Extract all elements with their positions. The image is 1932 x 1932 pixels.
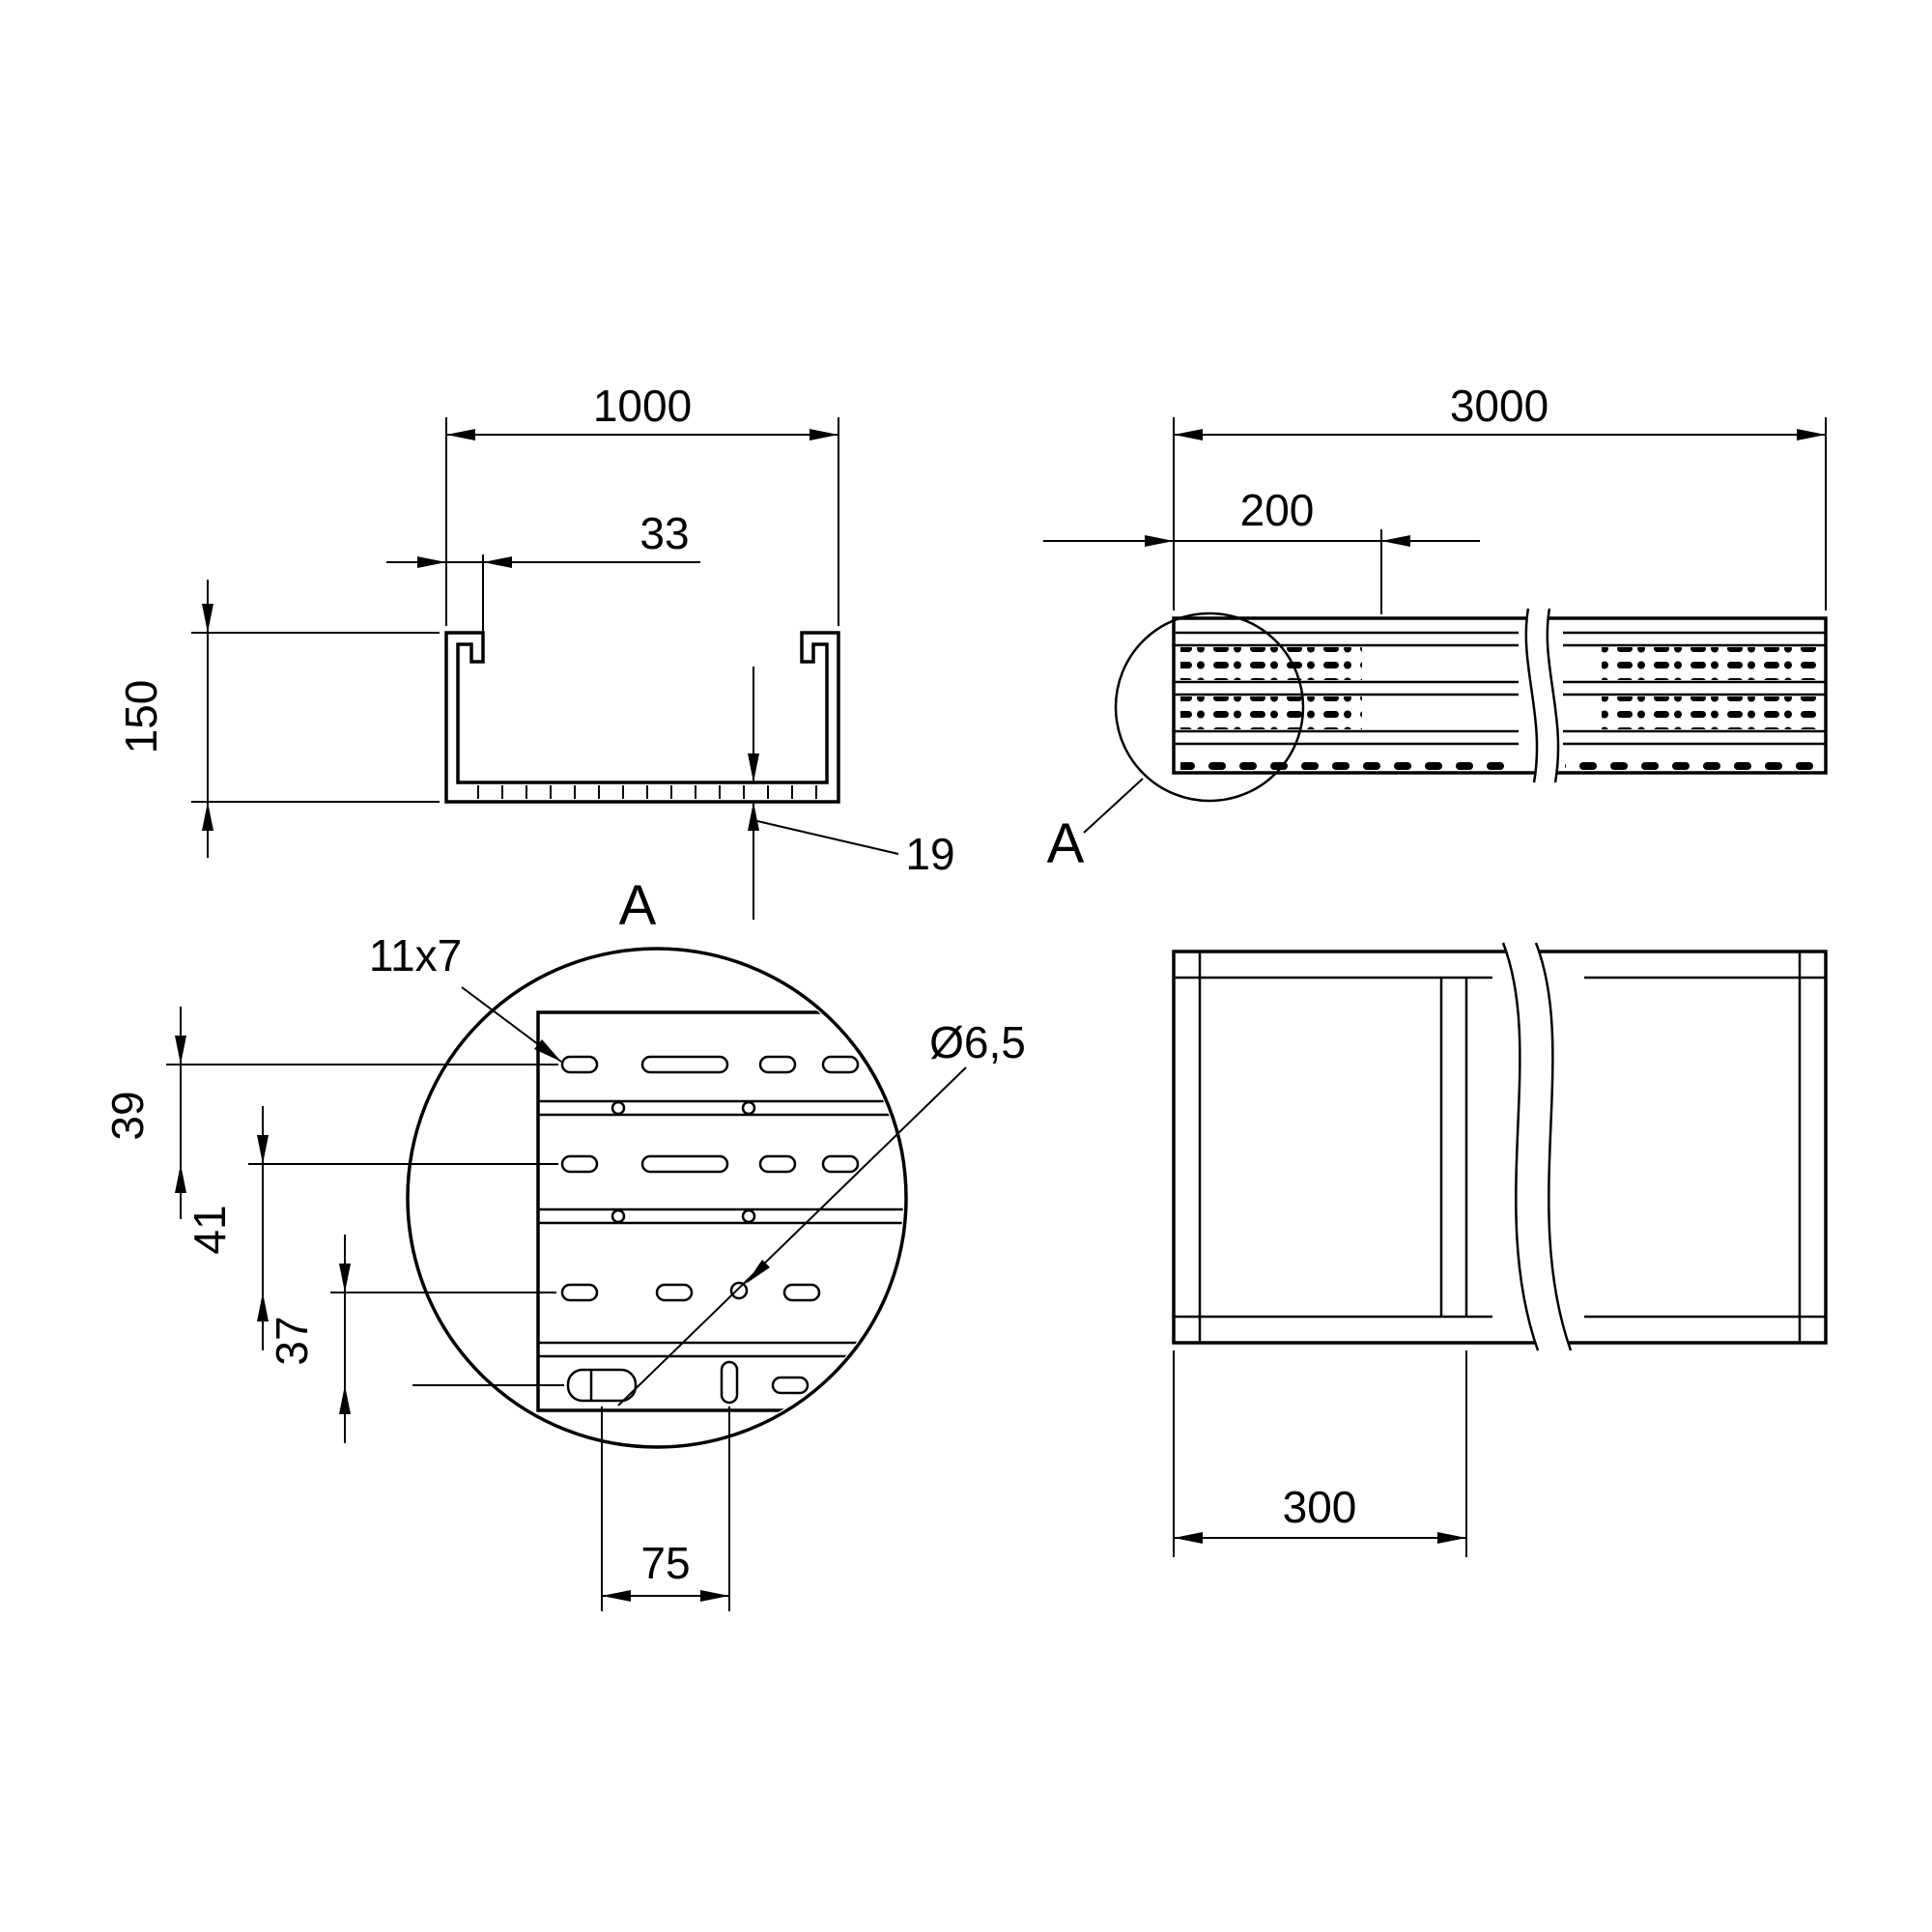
detail-marker: A xyxy=(1047,611,1305,875)
plan-view-break xyxy=(1501,942,1573,1351)
side-view-break xyxy=(1524,608,1560,783)
dim-75-label: 75 xyxy=(640,1538,690,1588)
dim-pitch-75: 75 xyxy=(601,1406,730,1611)
detail-view-content xyxy=(536,1010,903,1412)
cross-section-view: 1000 33 150 19 xyxy=(116,381,955,920)
hole-diameter-label: Ø6,5 xyxy=(929,1017,1026,1067)
detail-view-title: A xyxy=(619,874,657,937)
dim-length-3000: 3000 xyxy=(1173,381,1827,611)
dim-spacing-300: 300 xyxy=(1173,1350,1467,1557)
detail-bend-lines xyxy=(538,1099,903,1358)
dim-row-spacing-37: 37 xyxy=(267,1235,564,1443)
dim-row-spacing-41: 41 xyxy=(185,1106,556,1350)
dim-37-label: 37 xyxy=(267,1316,317,1365)
latch-tab xyxy=(566,1368,638,1403)
dim-offset-200: 200 xyxy=(1043,485,1480,614)
dim-length-label: 3000 xyxy=(1450,381,1548,431)
plan-view: 300 xyxy=(1172,942,1828,1557)
dim-39-label: 39 xyxy=(102,1091,153,1140)
dim-width-label: 1000 xyxy=(593,381,692,431)
dim-height-label: 150 xyxy=(116,680,166,754)
detail-plate xyxy=(536,1010,903,1412)
perforation-band xyxy=(1602,647,1820,680)
side-view-perforations xyxy=(1180,647,1820,771)
detail-holes-row-3 xyxy=(560,1281,821,1302)
dim-spacing-label: 300 xyxy=(1283,1482,1357,1532)
dim-height-150: 150 xyxy=(116,580,440,858)
vertical-slot xyxy=(720,1360,739,1405)
hole-diameter-callout: Ø6,5 xyxy=(617,1017,1026,1406)
dim-thickness-19: 19 xyxy=(748,667,955,920)
dim-41-label: 41 xyxy=(185,1205,235,1254)
slot-size-label: 11x7 xyxy=(369,930,462,980)
perforation-band xyxy=(1602,696,1820,729)
side-view-rails xyxy=(1174,631,1826,746)
side-view: A 3000 200 xyxy=(1043,381,1828,875)
detail-marker-label: A xyxy=(1047,812,1085,875)
detail-bottom-features xyxy=(566,1360,810,1405)
perforation-band xyxy=(1180,696,1362,729)
dim-lip-33: 33 xyxy=(386,508,700,659)
plan-view-rails xyxy=(1174,952,1826,1343)
bottom-perforation-ticks xyxy=(477,785,817,799)
perforation-band xyxy=(1180,746,1511,771)
dim-lip-label: 33 xyxy=(639,508,689,558)
plan-view-body xyxy=(1172,950,1828,1345)
slot-size-callout: 11x7 xyxy=(369,930,562,1063)
detail-holes-row-2 xyxy=(560,1154,860,1224)
detail-view: A xyxy=(102,874,1026,1611)
tray-cross-section-outline xyxy=(444,631,840,804)
dim-thickness-label: 19 xyxy=(905,829,954,879)
dim-offset-label: 200 xyxy=(1240,485,1315,535)
perforation-band xyxy=(1180,647,1362,680)
dim-row-spacing-39: 39 xyxy=(102,1007,558,1219)
dim-width-1000: 1000 xyxy=(445,381,839,626)
detail-holes-row-1 xyxy=(560,1055,860,1116)
perforation-band xyxy=(1565,746,1820,771)
detail-circle-boundary xyxy=(406,947,908,1449)
